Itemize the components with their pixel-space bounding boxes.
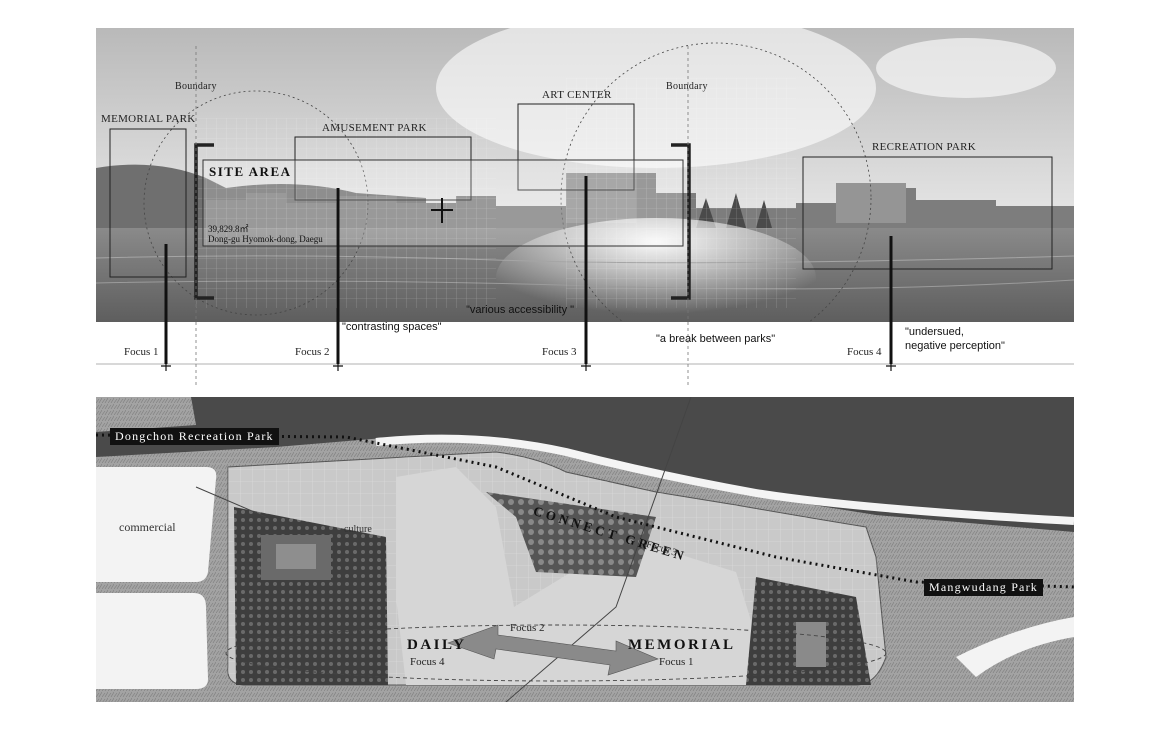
site-area-title: SITE AREA — [209, 164, 292, 179]
quote-accessibility: "various accessibility " — [466, 304, 575, 316]
quote-break: "a break between parks" — [656, 333, 776, 345]
dongchon-park-tag: Dongchon Recreation Park — [110, 428, 279, 445]
focus-2-label: Focus 2 — [295, 346, 330, 358]
boundary-right-label: Boundary — [666, 81, 708, 92]
recreation-park-label: RECREATION PARK — [872, 141, 977, 153]
daily-label: DAILY — [407, 637, 467, 653]
panorama-panel: MEMORIAL PARK AMUSEMENT PARK ART CENTER … — [96, 28, 1074, 322]
quote-undersued-1: "undersued, — [905, 326, 964, 338]
amusement-park-label: AMUSEMENT PARK — [322, 122, 427, 134]
focus-4-label: Focus 4 — [847, 346, 882, 358]
arrow-focus-label: Focus 2 — [510, 622, 545, 634]
memorial-park-label: MEMORIAL PARK — [101, 113, 196, 125]
focus-1-label: Focus 1 — [124, 346, 159, 358]
memorial-label: MEMORIAL — [628, 637, 736, 653]
mangwudang-park-tag: Mangwudang Park — [924, 579, 1043, 596]
art-center-label: ART CENTER — [542, 89, 612, 101]
site-plan-panel: Dongchon Recreation Park Mangwudang Park… — [96, 397, 1074, 702]
daily-focus: Focus 4 — [410, 656, 445, 668]
memorial-focus: Focus 1 — [659, 656, 694, 668]
site-area-value: 39,829.8㎡ — [208, 224, 249, 234]
panorama-photo — [96, 28, 1074, 322]
site-address: Dong-gu Hyomok-dong, Daegu — [208, 234, 323, 244]
boundary-left-label: Boundary — [175, 81, 217, 92]
commercial-label: commercial — [119, 520, 176, 534]
focus-3-label: Focus 3 — [542, 346, 577, 358]
quote-undersued-2: negative perception" — [905, 340, 1005, 352]
culture-label: culture — [344, 524, 372, 535]
site-plan-map — [96, 397, 1074, 702]
quote-contrasting: "contrasting spaces" — [342, 321, 442, 333]
